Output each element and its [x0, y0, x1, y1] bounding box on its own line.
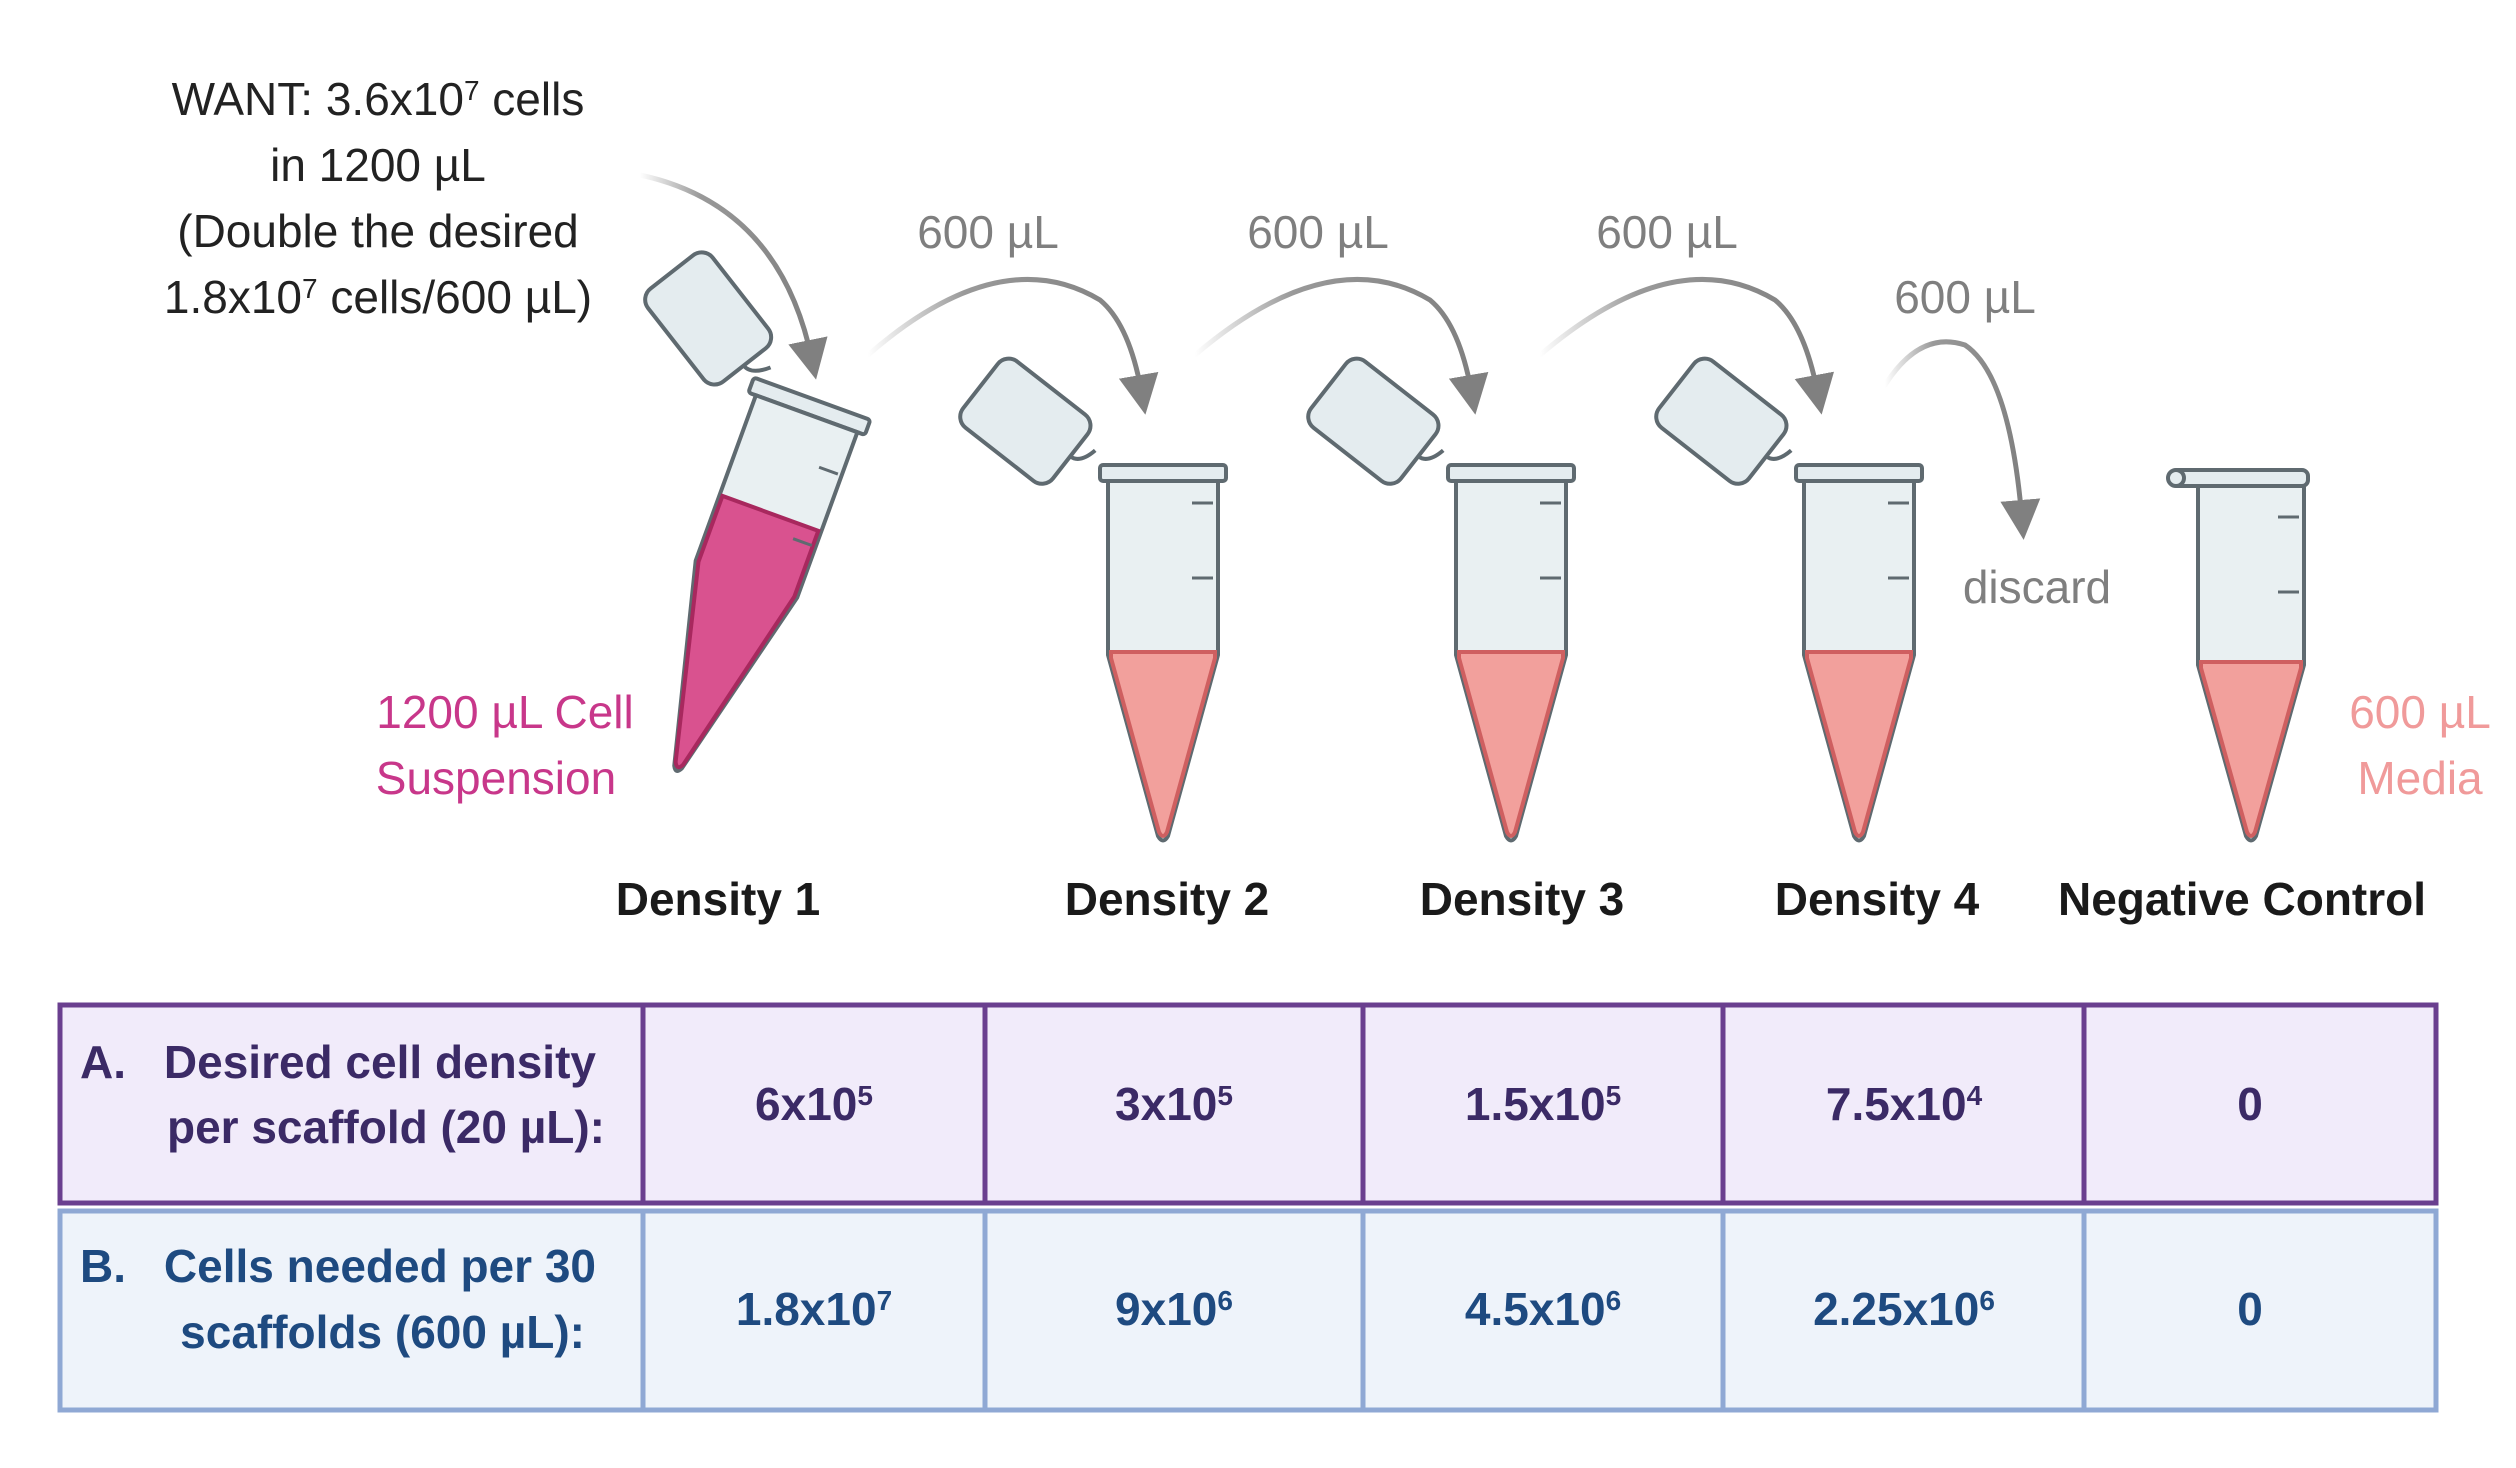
tube-label-density-2: Density 2 [1065, 873, 1270, 925]
arrow-to-density-2 [865, 276, 1159, 415]
cell-suspension-line-1: 1200 µL Cell [376, 686, 634, 738]
row-a-cell-density-1: 6x105 [755, 1078, 873, 1130]
tube-density-4 [1654, 356, 1924, 843]
row-b-cell-density-3: 4.5x106 [1465, 1283, 1621, 1335]
want-line-1: WANT: 3.6x107 cells [172, 73, 585, 125]
tube-label-density-1: Density 1 [616, 873, 821, 925]
row-b-label-line-1: Cells needed per 30 [164, 1240, 596, 1292]
tube-label-negative-control: Negative Control [2058, 873, 2426, 925]
media-line-1: 600 µL [2349, 686, 2491, 738]
arrow-to-density-3 [1192, 276, 1489, 415]
row-a-letter: A. [80, 1036, 126, 1088]
table-row-a: A. Desired cell density per scaffold (20… [57, 1002, 2439, 1206]
transfer-label-1: 600 µL [917, 206, 1059, 258]
arrow-to-density-1 [637, 172, 828, 380]
arrow-to-density-4 [1537, 276, 1835, 415]
arrow-to-discard [1882, 339, 2041, 540]
row-a-label-line-1: Desired cell density [164, 1036, 596, 1088]
want-line-3: (Double the desired [177, 205, 578, 257]
row-b-label-line-2: scaffolds (600 µL): [180, 1306, 585, 1358]
media-line-2: Media [2357, 752, 2483, 804]
want-line-2: in 1200 µL [270, 139, 486, 191]
row-b-cell-negative-control: 0 [2237, 1283, 2263, 1335]
tube-density-3 [1306, 356, 1576, 843]
want-text: WANT: 3.6x107 cells in 1200 µL (Double t… [164, 73, 592, 323]
tube-label-density-3: Density 3 [1420, 873, 1625, 925]
transfer-label-4: 600 µL [1894, 271, 2036, 323]
media-label: 600 µL Media [2349, 686, 2491, 804]
transfer-label-2: 600 µL [1247, 206, 1389, 258]
transfer-arrows [637, 172, 2041, 540]
density-table: A. Desired cell density per scaffold (20… [57, 1002, 2439, 1413]
row-b-letter: B. [80, 1240, 126, 1292]
transfer-label-3: 600 µL [1596, 206, 1738, 258]
row-a-cell-density-2: 3x105 [1115, 1078, 1233, 1130]
table-row-b: B. Cells needed per 30 scaffolds (600 µL… [57, 1208, 2439, 1413]
cell-suspension-label: 1200 µL Cell Suspension [376, 686, 634, 804]
row-a-cell-density-3: 1.5x105 [1465, 1078, 1621, 1130]
row-a-cell-negative-control: 0 [2237, 1078, 2263, 1130]
row-b-cell-density-4: 2.25x106 [1813, 1283, 1995, 1335]
cell-suspension-line-2: Suspension [376, 752, 616, 804]
want-line-4: 1.8x107 cells/600 µL) [164, 271, 592, 323]
row-a-cell-density-4: 7.5x104 [1826, 1078, 1983, 1130]
row-a-label-line-2: per scaffold (20 µL): [167, 1101, 605, 1153]
tube-density-2 [958, 356, 1228, 843]
discard-label: discard [1963, 561, 2111, 613]
row-b-cell-density-1: 1.8x107 [736, 1283, 892, 1335]
tube-density-1 [643, 250, 872, 773]
tube-negative-control [2166, 468, 2310, 843]
tube-label-density-4: Density 4 [1775, 873, 1980, 925]
row-b-cell-density-2: 9x106 [1115, 1283, 1233, 1335]
